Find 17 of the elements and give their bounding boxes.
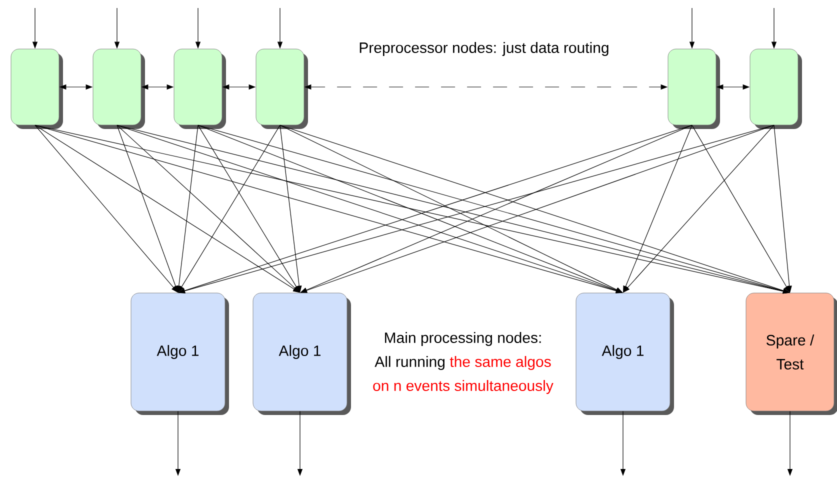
preprocessor-box xyxy=(10,48,63,129)
label: Main processing nodes: xyxy=(385,332,541,346)
preprocessor-box xyxy=(174,48,226,129)
label: All running xyxy=(374,356,444,370)
processing-box: Algo 1 xyxy=(130,292,229,415)
preprocessor-box xyxy=(92,48,145,129)
preprocessor-box xyxy=(750,48,802,129)
caption-text: Main processing nodes: All running the same algos on n events simultaneously xyxy=(373,332,554,394)
label: the same algos xyxy=(450,356,551,370)
processing-box: Algo 1 xyxy=(252,292,351,415)
arrow xyxy=(34,124,300,293)
processing-box: Algo 1 xyxy=(576,292,674,415)
preprocessor-box xyxy=(256,48,308,129)
label: on n events simultaneously xyxy=(373,380,554,394)
spare-box: Spare / Test xyxy=(746,292,837,415)
caption-text: Preprocessor nodes: just data routing xyxy=(360,42,608,56)
preprocessor-box xyxy=(668,48,720,129)
